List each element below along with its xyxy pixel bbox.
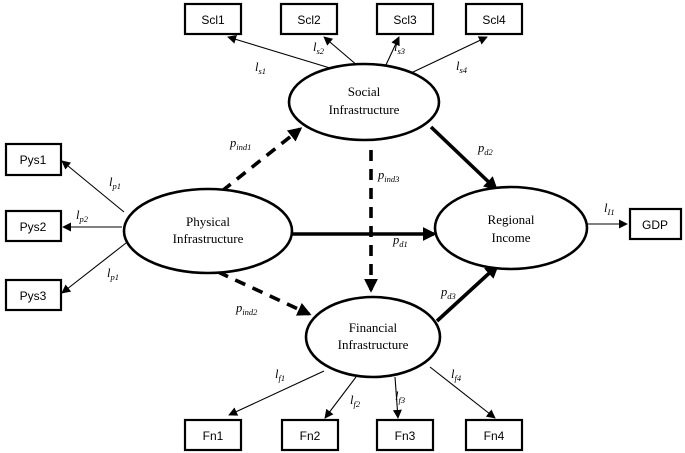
indicator-scl4: Scl4 bbox=[464, 2, 524, 36]
indicator-pys2: Pys2 bbox=[4, 209, 63, 243]
indicator-fn4: Fn4 bbox=[464, 418, 524, 452]
path-label-d2: pd2 bbox=[477, 141, 494, 157]
svg-text:Pys3: Pys3 bbox=[20, 289, 47, 303]
arrow-social-scl1 bbox=[227, 35, 331, 69]
indicator-scl2: Scl2 bbox=[279, 2, 339, 36]
latent-social-line1: Social bbox=[348, 84, 381, 99]
arrow-financial-fn1 bbox=[228, 370, 325, 416]
latent-physical-line1: Physical bbox=[186, 214, 230, 229]
svg-text:Scl2: Scl2 bbox=[297, 13, 321, 27]
latent-social-line2: Infrastructure bbox=[329, 102, 400, 117]
svg-text:Scl4: Scl4 bbox=[482, 13, 506, 27]
latent-social: Social Infrastructure bbox=[287, 62, 441, 142]
path-label-d1: pd1 bbox=[392, 233, 408, 249]
indicator-fn2: Fn2 bbox=[280, 418, 340, 452]
loading-label-scl3: ls3 bbox=[394, 40, 405, 56]
latent-income-line1: Regional bbox=[488, 212, 535, 227]
latent-physical: Physical Infrastructure bbox=[122, 187, 294, 275]
loading-label-pys3: lp1 bbox=[107, 266, 119, 282]
svg-text:Scl3: Scl3 bbox=[393, 13, 417, 27]
indicator-gdp: GDP bbox=[628, 207, 683, 241]
svg-text:Fn3: Fn3 bbox=[395, 429, 416, 443]
loading-label-fn3: lf3 bbox=[395, 389, 405, 405]
path-label-ind1: pind1 bbox=[229, 136, 251, 152]
svg-text:Pys2: Pys2 bbox=[20, 220, 47, 234]
svg-text:Scl1: Scl1 bbox=[201, 13, 225, 27]
path-label-ind3: pind3 bbox=[377, 168, 399, 184]
arrow-physical-pys1 bbox=[61, 160, 125, 213]
latent-income: Regional Income bbox=[433, 185, 589, 271]
loading-label-pys1: lp1 bbox=[109, 175, 121, 191]
loading-label-scl2: ls2 bbox=[313, 40, 325, 56]
loading-label-fn4: lf4 bbox=[451, 367, 462, 383]
latent-financial-line2: Infrastructure bbox=[338, 337, 409, 352]
arrow-financial-fn2 bbox=[324, 376, 357, 419]
latent-income-line2: Income bbox=[492, 230, 531, 245]
arrow-physical-financial bbox=[217, 270, 312, 316]
indicator-fn1: Fn1 bbox=[183, 418, 243, 452]
latent-physical-line2: Infrastructure bbox=[173, 231, 244, 246]
loading-label-gdp: lI1 bbox=[604, 201, 615, 217]
svg-text:GDP: GDP bbox=[642, 218, 668, 232]
svg-text:Fn1: Fn1 bbox=[203, 429, 224, 443]
arrow-social-income bbox=[429, 125, 499, 191]
svg-text:Pys1: Pys1 bbox=[20, 153, 47, 167]
arrow-social-scl2 bbox=[323, 36, 359, 67]
loading-label-fn1: lf1 bbox=[275, 367, 285, 383]
arrow-social-scl3 bbox=[384, 36, 400, 68]
indicator-pys3: Pys3 bbox=[4, 278, 63, 312]
svg-text:Fn2: Fn2 bbox=[300, 429, 321, 443]
arrow-financial-income bbox=[435, 264, 500, 323]
loading-label-fn2: lf2 bbox=[350, 393, 361, 409]
latent-financial: Financial Infrastructure bbox=[304, 295, 442, 379]
path-label-ind2: pind2 bbox=[235, 301, 258, 317]
loading-label-pys2: lp2 bbox=[76, 208, 89, 224]
svg-text:Fn4: Fn4 bbox=[484, 429, 505, 443]
arrow-financial-fn3 bbox=[392, 376, 402, 419]
arrow-physical-pys3 bbox=[61, 242, 127, 294]
path-label-d3: pd3 bbox=[440, 285, 456, 301]
indicator-scl3: Scl3 bbox=[375, 2, 435, 36]
arrow-financial-fn4 bbox=[429, 366, 496, 419]
latent-financial-line1: Financial bbox=[349, 320, 398, 335]
arrow-social-scl4 bbox=[410, 36, 488, 74]
indicator-fn3: Fn3 bbox=[375, 418, 435, 452]
loading-label-scl1: ls1 bbox=[255, 60, 266, 76]
arrow-physical-social bbox=[220, 127, 303, 193]
indicator-scl1: Scl1 bbox=[183, 2, 243, 36]
loading-label-scl4: ls4 bbox=[456, 59, 468, 75]
indicator-pys1: Pys1 bbox=[4, 142, 63, 177]
